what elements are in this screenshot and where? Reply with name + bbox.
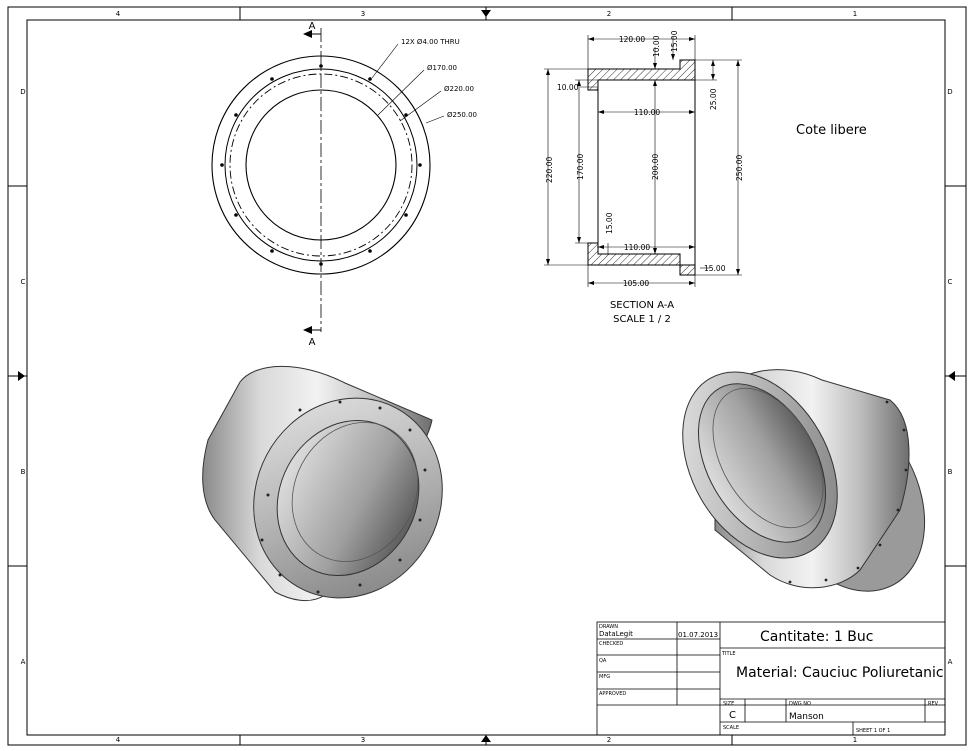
dim-bottom-15-left: 15.00 — [605, 212, 614, 234]
quantity: Cantitate: 1 Buc — [760, 629, 873, 645]
section-view: 120.00 10.00 15.00 10.00 25.00 110.00 22… — [544, 30, 744, 325]
scale-label: SCALE — [723, 725, 739, 731]
mfg-label: MFG — [599, 674, 610, 680]
dim-bottom-15-right: 15.00 — [704, 264, 726, 273]
row-label: A — [948, 658, 953, 666]
col-label: 1 — [853, 736, 857, 744]
size-value: C — [729, 710, 736, 721]
sheet-border — [7, 6, 967, 746]
front-view: A A 12X Ø4.00 THRU Ø170.00 Ø220.00 Ø250.… — [211, 21, 477, 348]
material: Material: Cauciuc Poliuretanic — [736, 665, 944, 681]
drawn-by: DataLegit — [599, 630, 633, 638]
dwg-no-value: Manson — [789, 712, 824, 722]
callout-d170: Ø170.00 — [427, 64, 457, 72]
title-block-text: DRAWN DataLegit 01.07.2013 CHECKED QA MF… — [599, 624, 944, 734]
section-top-wall — [587, 59, 696, 91]
dim-bottom-105: 105.00 — [623, 279, 649, 288]
drawn-date: 01.07.2013 — [678, 631, 718, 639]
col-label: 4 — [116, 736, 121, 744]
dim-height-200: 200.00 — [651, 154, 660, 180]
callout-d250: Ø250.00 — [447, 111, 477, 119]
col-label: 1 — [853, 10, 857, 18]
drawn-label: DRAWN — [599, 624, 618, 630]
dim-inner-110-top: 110.00 — [634, 108, 660, 117]
iso-view-left — [202, 365, 443, 602]
dim-height-170: 170.00 — [576, 154, 585, 180]
section-caption: SECTION A-A — [610, 300, 674, 311]
iso-view-right — [682, 369, 926, 592]
dim-right-25: 25.00 — [709, 88, 718, 110]
row-label: D — [20, 88, 25, 96]
section-label-top: A — [309, 21, 316, 32]
bolt-holes — [220, 64, 422, 266]
row-label: C — [21, 278, 26, 286]
dim-inner-110-bottom: 110.00 — [624, 243, 650, 252]
row-label: A — [21, 658, 26, 666]
section-scale: SCALE 1 / 2 — [613, 314, 671, 325]
callout-holes: 12X Ø4.00 THRU — [401, 38, 460, 46]
dim-top-15: 15.00 — [670, 30, 679, 52]
approved-label: APPROVED — [599, 691, 626, 697]
dim-top-10: 10.00 — [652, 35, 661, 57]
section-label-bottom: A — [309, 337, 316, 348]
section-bottom-wall — [587, 242, 696, 276]
col-label: 3 — [361, 736, 365, 744]
dim-height-250: 250.00 — [735, 155, 744, 181]
title-label: TITLE — [721, 651, 736, 657]
title-block — [596, 621, 946, 736]
note-text: Cote libere — [796, 123, 867, 138]
rev-label: REV — [928, 701, 939, 707]
qa-label: QA — [599, 658, 607, 664]
row-label: B — [948, 468, 953, 476]
row-label: C — [948, 278, 953, 286]
dim-top-width: 120.00 — [619, 35, 645, 44]
dim-height-220: 220.00 — [545, 157, 554, 183]
dim-left-10: 10.00 — [557, 83, 579, 92]
dwg-no-label: DWG NO — [789, 701, 811, 707]
row-label: B — [21, 468, 26, 476]
row-label: D — [947, 88, 952, 96]
size-label: SIZE — [723, 701, 734, 707]
sheet-info: SHEET 1 OF 1 — [856, 728, 890, 734]
col-label: 2 — [607, 736, 611, 744]
col-label: 3 — [361, 10, 365, 18]
col-label: 2 — [607, 10, 611, 18]
col-label: 4 — [116, 10, 121, 18]
callout-d220: Ø220.00 — [444, 85, 474, 93]
checked-label: CHECKED — [599, 641, 623, 647]
zone-labels: 4 3 2 1 4 3 2 1 D C B A D C B A — [20, 10, 952, 744]
